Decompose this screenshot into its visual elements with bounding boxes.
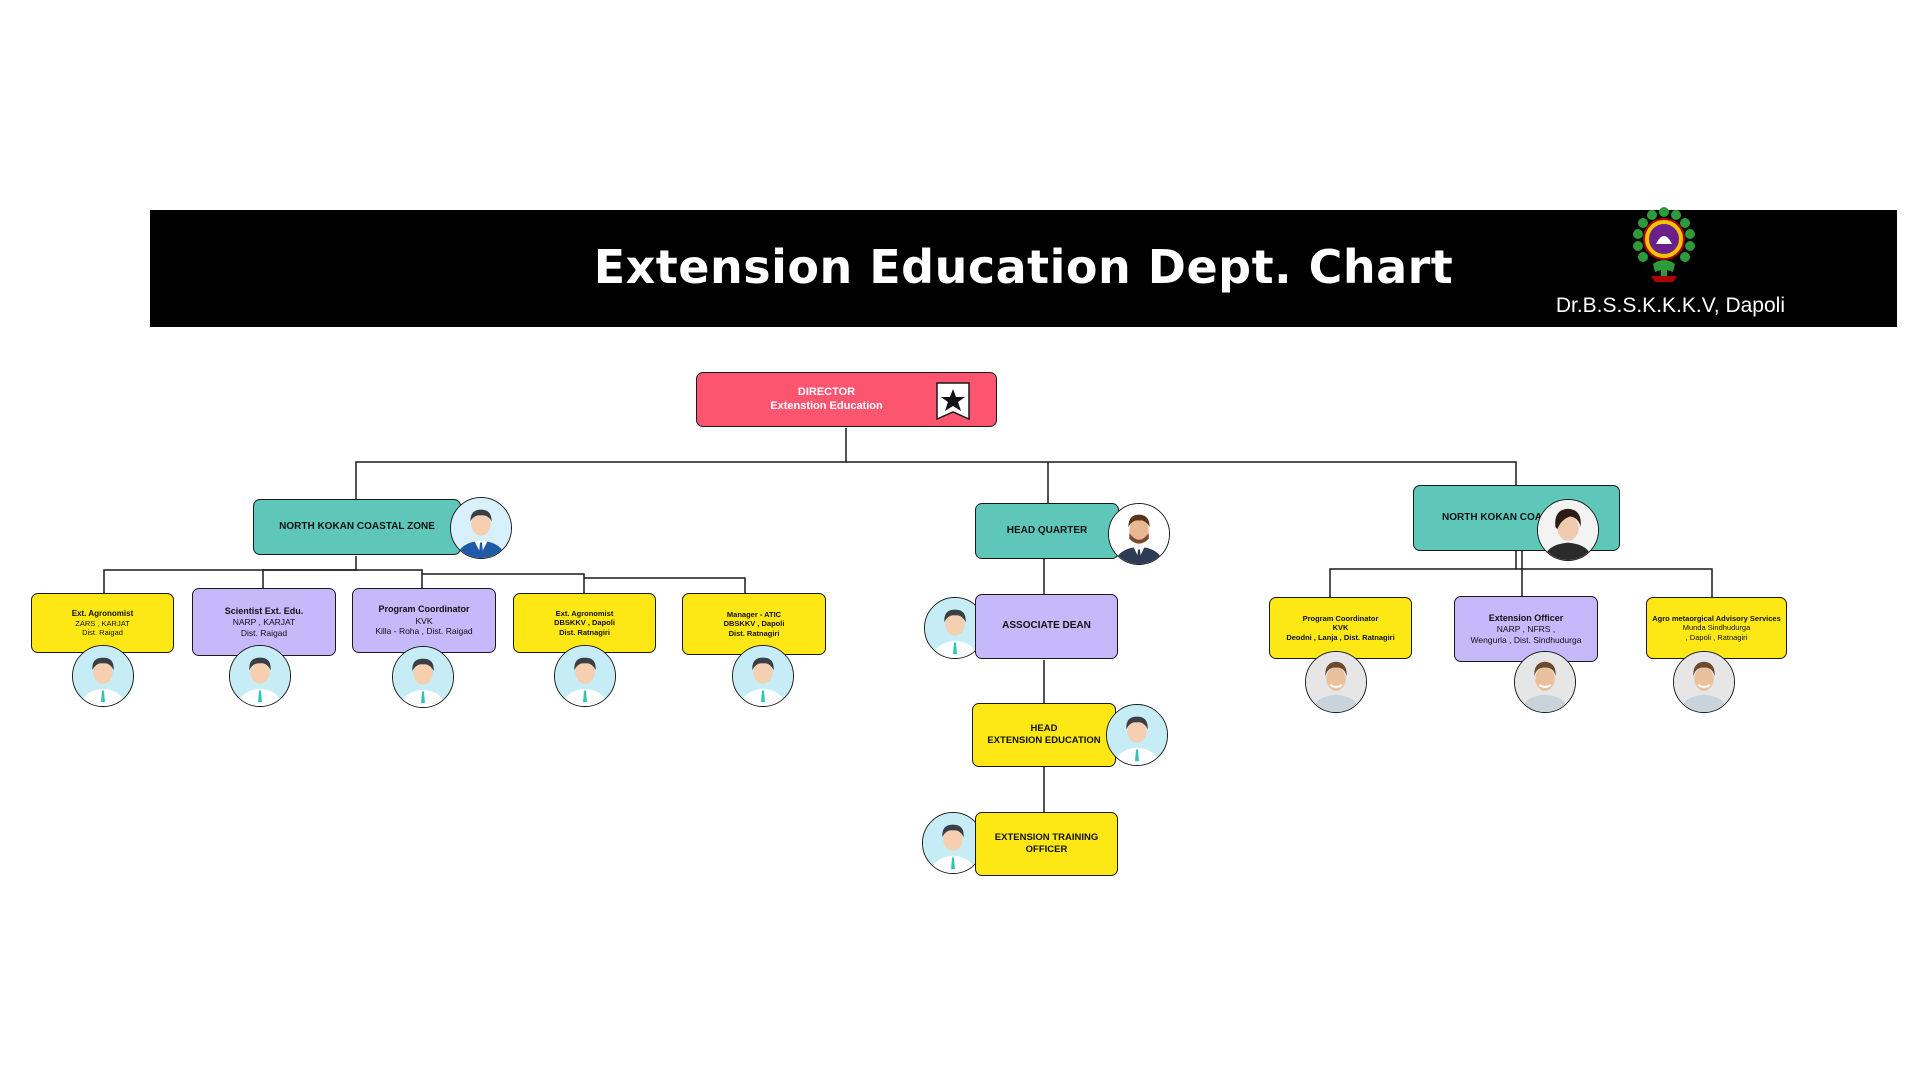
head-quarter-label: HEAD QUARTER — [1006, 524, 1088, 536]
avatar-icon — [1537, 499, 1599, 561]
avatar-icon — [1673, 651, 1735, 713]
member-role: Ext. Agronomist — [71, 608, 134, 618]
member-location: Dist. Raigad — [82, 628, 123, 637]
chart-title: Extension Education Dept. Chart — [593, 240, 1454, 294]
eto-line2: OFFICER — [1025, 844, 1068, 855]
title-banner: Extension Education Dept. Chart Dr.B.S.S… — [150, 210, 1897, 327]
member-location: Killa - Roha , Dist. Raigad — [375, 626, 473, 637]
member-location: Dist. Raigad — [240, 627, 288, 638]
associate-dean-label: ASSOCIATE DEAN — [1002, 620, 1091, 632]
director-dept: Extenstion Education — [770, 399, 883, 412]
member-unit: KVK — [1332, 623, 1349, 633]
zone-label: NORTH KOKAN COASTAL ZONE — [279, 520, 435, 532]
hee-line2: EXTENSION EDUCATION — [987, 735, 1101, 746]
avatar-icon — [1108, 503, 1170, 565]
university-name: Dr.B.S.S.K.K.K.V, Dapoli — [1555, 294, 1785, 317]
member-box: Agro metaorgical Advisory Services Munda… — [1646, 597, 1787, 659]
associate-dean-box: ASSOCIATE DEAN — [975, 594, 1118, 659]
avatar-icon — [450, 497, 512, 559]
member-location: Wengurla , Dist. Sindhudurga — [1470, 634, 1582, 645]
avatar-icon — [392, 646, 454, 708]
avatar-icon — [732, 645, 794, 707]
member-unit: NARP , NFRS , — [1496, 624, 1556, 634]
hee-line1: HEAD — [1030, 723, 1058, 735]
star-icon — [935, 381, 971, 421]
member-role: Agro metaorgical Advisory Services — [1652, 613, 1781, 623]
member-location: , Dapoli , Ratnagiri — [1685, 632, 1748, 642]
member-unit: Munda Sindhudurga — [1682, 623, 1751, 633]
member-box: Ext. Agronomist ZARS , KARJAT Dist. Raig… — [31, 593, 174, 653]
director-title: DIRECTOR — [797, 385, 856, 398]
member-unit: NARP , KARJAT — [232, 617, 296, 627]
member-unit: DBSKKV , Dapoli — [554, 618, 615, 628]
member-role: Program Coordinator — [1302, 613, 1379, 623]
north-kokan-coastal-zone-box: NORTH KOKAN COASTAL ZONE — [253, 499, 461, 555]
member-role: Ext. Agronomist — [555, 608, 614, 618]
avatar-icon — [1305, 651, 1367, 713]
avatar-icon — [72, 645, 134, 707]
member-box: Manager - ATIC DBSKKV , Dapoli Dist. Rat… — [682, 593, 826, 655]
zone-label: NORTH KOKAN COA — [1442, 511, 1542, 523]
head-quarter-box: HEAD QUARTER — [975, 503, 1119, 559]
member-location: Dist. Ratnagiri — [728, 628, 780, 638]
avatar-icon — [554, 645, 616, 707]
member-role: Program Coordinator — [378, 604, 470, 615]
member-box: Extension Officer NARP , NFRS , Wengurla… — [1454, 596, 1598, 662]
avatar-icon — [922, 812, 984, 874]
member-role: Manager - ATIC — [726, 609, 782, 619]
member-box: Program Coordinator KVK Killa - Roha , D… — [352, 588, 496, 653]
university-logo — [1629, 206, 1699, 284]
member-unit: KVK — [415, 615, 433, 626]
member-box: Ext. Agronomist DBSKKV , Dapoli Dist. Ra… — [513, 593, 656, 653]
member-box: Program Coordinator KVK Deodni , Lanja ,… — [1269, 597, 1412, 659]
head-extension-education-box: HEAD EXTENSION EDUCATION — [972, 703, 1116, 767]
member-box: Scientist Ext. Edu. NARP , KARJAT Dist. … — [192, 588, 336, 656]
member-location: Dist. Ratnagiri — [559, 627, 610, 637]
extension-training-officer-box: EXTENSION TRAINING OFFICER — [975, 812, 1118, 876]
member-unit: ZARS , KARJAT — [75, 618, 130, 628]
eto-line1: EXTENSION TRAINING — [994, 832, 1099, 844]
avatar-icon — [229, 645, 291, 707]
avatar-icon — [1514, 651, 1576, 713]
member-role: Scientist Ext. Edu. — [224, 605, 304, 616]
member-role: Extension Officer — [1488, 612, 1564, 623]
member-unit: DBSKKV , Dapoli — [723, 619, 785, 629]
member-location: Deodni , Lanja , Dist. Ratnagiri — [1286, 632, 1395, 642]
avatar-icon — [1106, 704, 1168, 766]
